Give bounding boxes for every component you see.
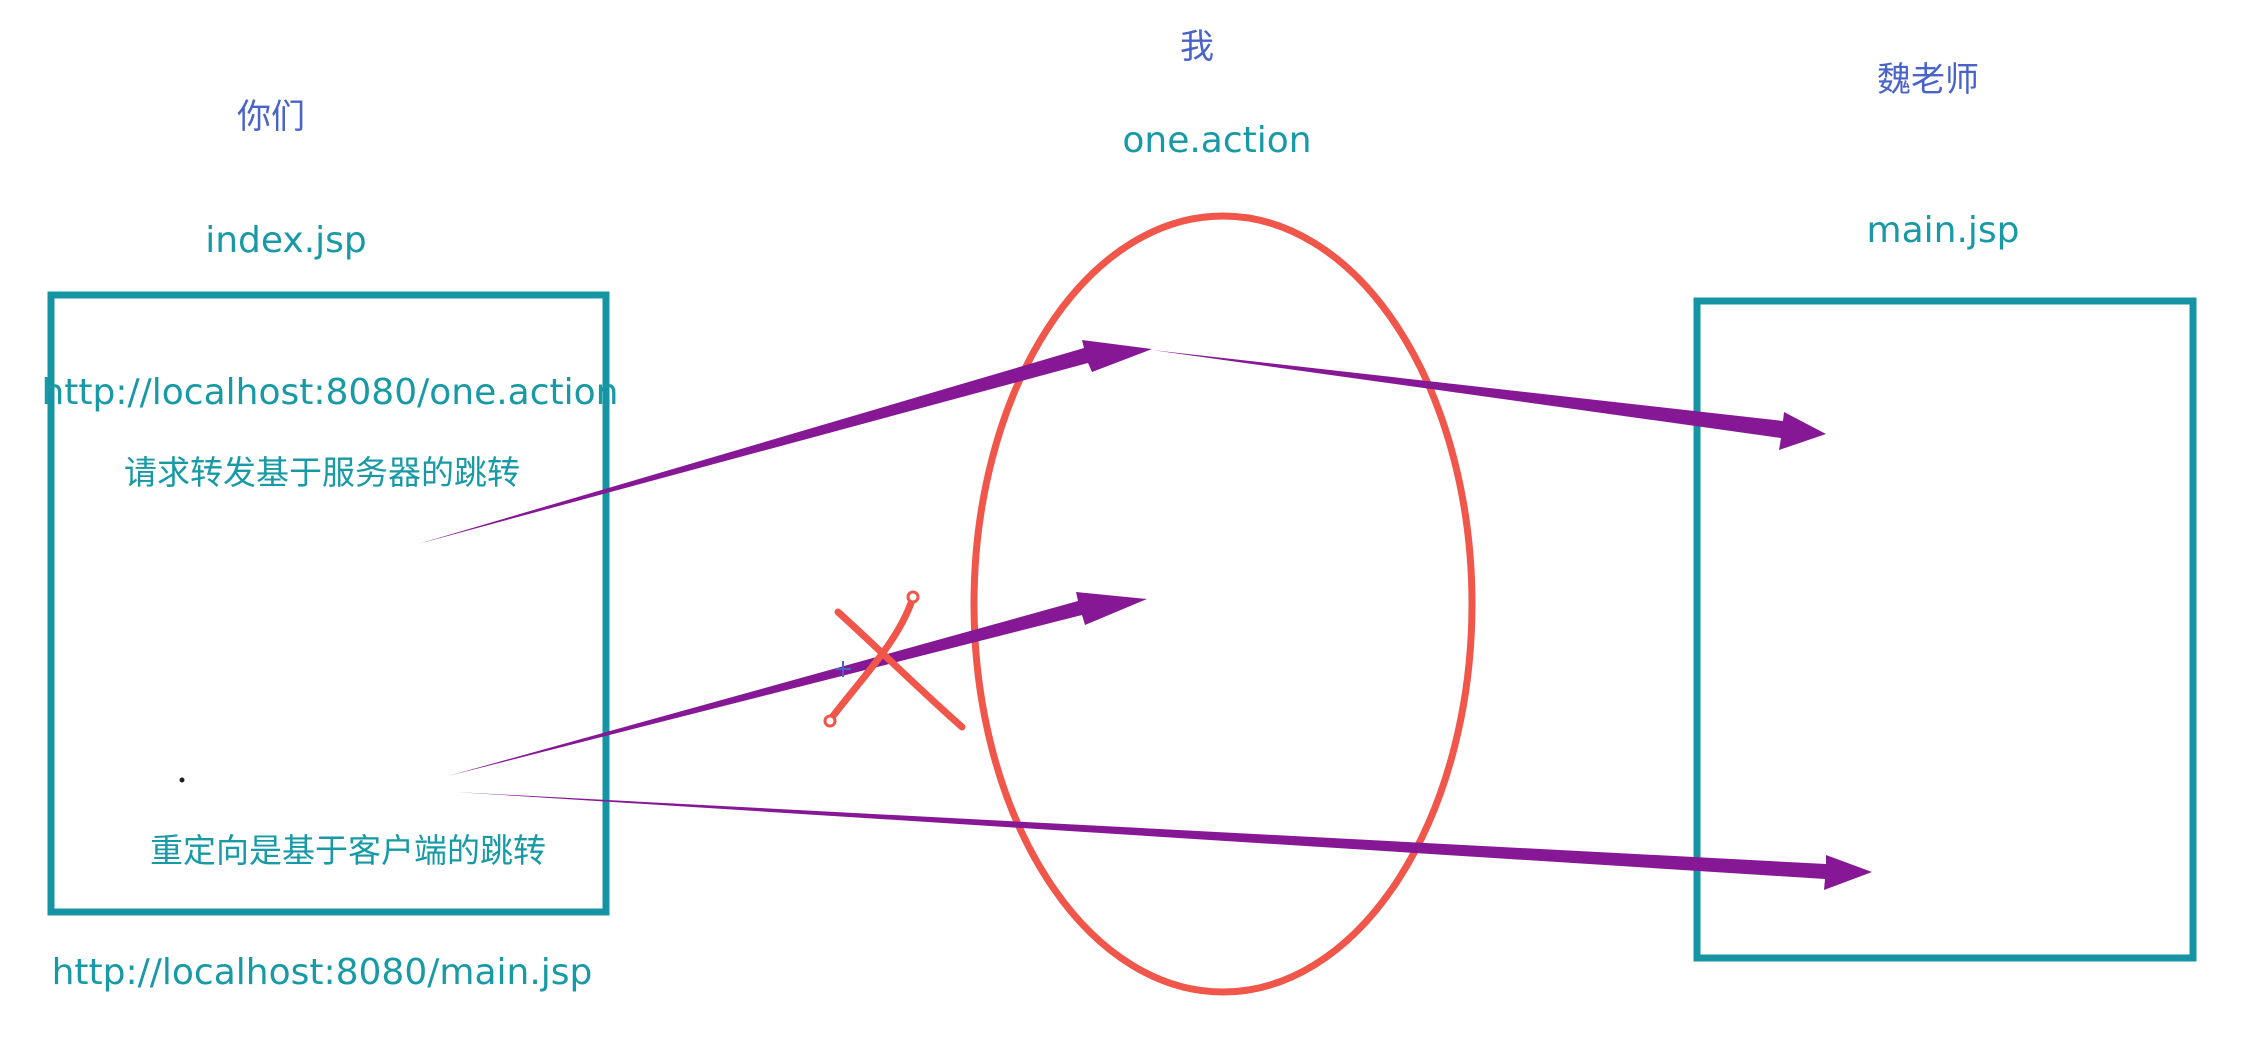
main-jsp-box <box>1693 297 2197 962</box>
cursor-crosshair-icon <box>835 661 851 677</box>
redirect-note: 重定向是基于客户端的跳转 <box>150 831 546 870</box>
forward-url: http://localhost:8080/one.action <box>41 372 619 413</box>
redirect-url: http://localhost:8080/main.jsp <box>51 952 593 993</box>
redirect-blocked-arrow <box>448 592 1147 776</box>
cross-mark <box>823 590 966 731</box>
one-action-label: one.action <box>1122 120 1312 161</box>
forward-note: 请求转发基于服务器的跳转 <box>124 453 520 492</box>
server-ellipse <box>970 212 1476 996</box>
dot-mark <box>179 777 185 783</box>
client-box <box>47 291 610 916</box>
main-jsp-label: main.jsp <box>1866 210 2020 251</box>
forward-request-arrow <box>418 340 1152 544</box>
index-jsp-label: index.jsp <box>205 220 367 261</box>
redirect-direct-arrow <box>455 792 1872 890</box>
teacher-label: 魏老师 <box>1877 60 1979 100</box>
you-label: 你们 <box>237 97 305 137</box>
me-label: 我 <box>1180 27 1214 67</box>
forward-dispatch-arrow <box>1152 350 1826 450</box>
